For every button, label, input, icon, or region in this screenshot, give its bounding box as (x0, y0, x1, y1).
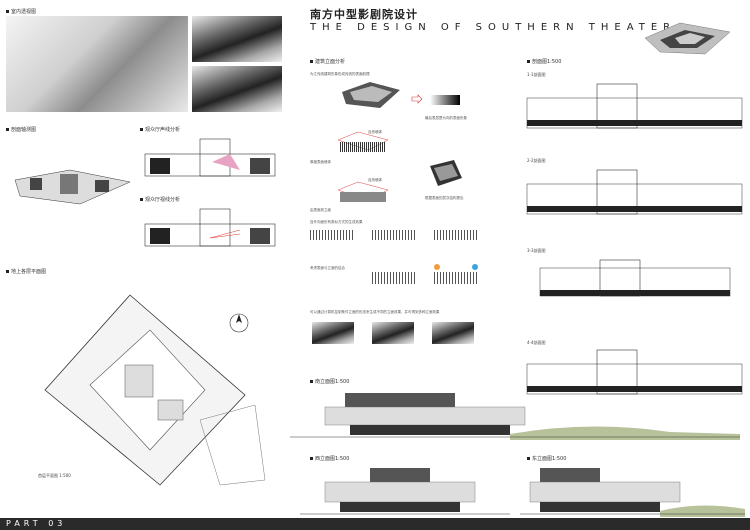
pattern-4 (372, 272, 417, 284)
section-3-label: 3-3剖面图 (527, 248, 546, 253)
sun-icon (434, 264, 440, 270)
section-axonometric (10, 160, 135, 210)
facade-variant-3 (432, 322, 474, 344)
pattern-2 (372, 230, 417, 240)
facade-note-8: 自外向面形有类似方式的生成效果 (310, 220, 363, 224)
facade-variant-1 (312, 322, 354, 344)
section-3-drawing (539, 258, 731, 300)
interior-label: 室内透视图 (6, 8, 36, 15)
pattern-5 (434, 272, 479, 284)
section-2-label: 2-2剖面图 (527, 158, 546, 163)
facade-texture (430, 160, 462, 186)
sightline-label: 观众厅视线分析 (140, 196, 180, 203)
facade-note-5: 自然墙体 (368, 178, 382, 182)
sightline-section (140, 204, 280, 258)
facade-note-10: 可以通过计算机控制条件立面的形态来生成不同的立面效果，并可得到多种立面效果 (310, 310, 440, 314)
interior-perspective-top (192, 16, 282, 62)
section-4-drawing (526, 348, 743, 398)
west-elev-label: 西立面图1:500 (310, 455, 349, 462)
plan-label: 地上各层平面图 (6, 268, 46, 275)
east-elev-label: 东立面图1:500 (527, 455, 566, 462)
ground-floor-plan (30, 290, 270, 490)
facade-note-3: 自然墙体 (368, 130, 382, 134)
facade-note-6: 由表面到立面 (310, 208, 331, 212)
arrow-icon (411, 94, 423, 104)
north-arrow (228, 312, 250, 334)
acoustic-section (140, 134, 280, 188)
page-title-cn: 南方中型影剧院设计 (310, 8, 418, 21)
acoustic-label: 观众厅声线分析 (140, 126, 180, 133)
wall-diagram-1 (337, 130, 389, 160)
facade-note-4: 厚度表面墙体 (310, 160, 331, 164)
rain-icon (472, 264, 478, 270)
section-label: 剖面图1:500 (527, 58, 561, 65)
hero-render (635, 18, 740, 60)
south-elevation (290, 388, 740, 440)
pattern-3 (434, 230, 479, 240)
interior-perspective-bottom (192, 66, 282, 112)
facade-note-9: 考虑表面与立面的结合 (310, 266, 345, 270)
facade-label: 建筑立面分析 (310, 58, 345, 65)
facade-variant-2 (372, 322, 414, 344)
footer-bar: PART 03 (0, 518, 750, 530)
wall-diagram-2 (337, 180, 389, 210)
south-elev-label: 南立面图1:500 (310, 378, 349, 385)
facade-note-2: 最后表层是为向的表面形象 (425, 116, 467, 120)
section-2-drawing (526, 168, 743, 218)
east-elevation (520, 465, 745, 517)
facade-note-7: 根据表面的层次结构提出 (425, 196, 464, 200)
interior-perspective-main (6, 16, 188, 112)
west-elevation (300, 465, 510, 517)
section-4-label: 4-4剖面图 (527, 340, 546, 345)
facade-render-1 (340, 80, 402, 110)
gradient-swatch-1 (430, 95, 460, 105)
plan-caption: 首层平面图 1:500 (38, 473, 71, 478)
axon-label: 剖面轴测图 (6, 126, 36, 133)
pattern-1 (310, 230, 355, 240)
section-1-drawing (526, 82, 743, 132)
page-title-en: THE DESIGN OF SOUTHERN THEATER (310, 22, 677, 33)
section-1-label: 1-1剖面图 (527, 72, 546, 77)
facade-note-1: 为江传统建筑形象形成传统的表面肌理 (310, 72, 370, 76)
part-label: PART 03 (6, 519, 67, 528)
